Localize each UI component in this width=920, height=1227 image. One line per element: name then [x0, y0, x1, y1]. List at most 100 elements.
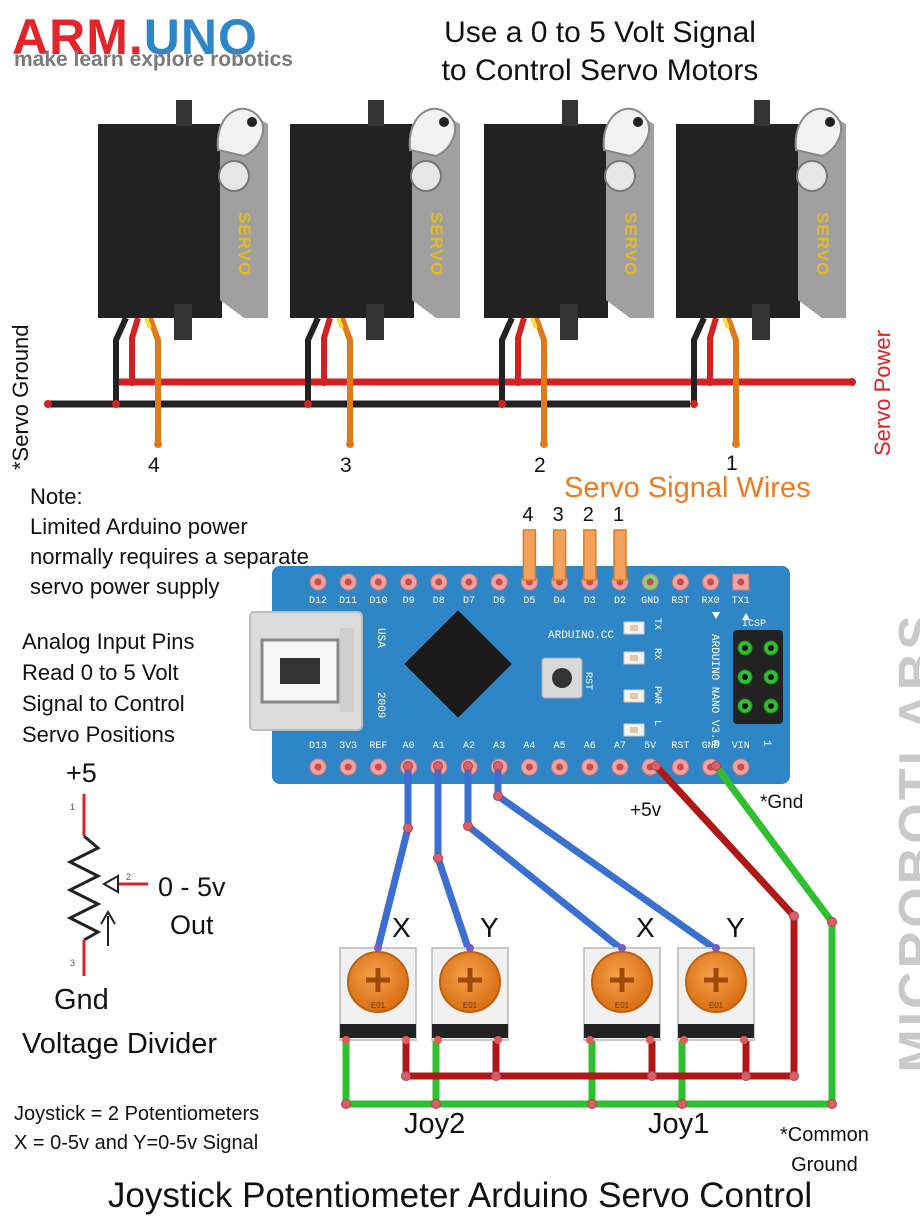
microcontroller-chip	[404, 610, 512, 718]
logo-arm-text: ARM	[12, 9, 129, 65]
board-arrow-down	[712, 612, 720, 619]
board-pin-hole	[465, 578, 473, 586]
icsp-pins	[737, 640, 779, 714]
bottom-pin-row	[309, 758, 750, 776]
logo-dot: .	[128, 9, 144, 65]
bottom-pin-label: A4	[523, 741, 536, 752]
usb-shell-tab	[340, 628, 354, 712]
rail-junction	[112, 400, 120, 408]
pot-label: X	[392, 912, 411, 943]
pot-pin	[434, 1036, 442, 1044]
pot-wiper-pin	[374, 944, 382, 952]
top-pin-label: TX1	[731, 596, 750, 607]
board-pin-hole	[737, 578, 745, 586]
rail-end-left	[44, 400, 52, 408]
servo-motor: SERVO	[290, 100, 460, 448]
signal-wire-number: 1	[613, 504, 625, 526]
signal-wire-number: 4	[522, 504, 534, 526]
pot-code: E01	[463, 1001, 478, 1010]
status-led-lens	[630, 727, 638, 733]
bottom-pin-label: A2	[462, 741, 475, 752]
potentiometer[interactable]: E01	[431, 944, 509, 1044]
servo-horn-hub	[604, 160, 636, 192]
rail-junction	[304, 400, 312, 408]
wire-joint	[401, 1071, 411, 1081]
top-pin-label: D2	[613, 596, 626, 607]
status-leds	[623, 621, 645, 737]
board-pin-hole	[676, 578, 684, 586]
board-rst-label: RST	[582, 672, 593, 690]
board-pin-hole	[646, 578, 654, 586]
servo-horn-hole	[633, 117, 643, 127]
board-pin-hole	[314, 578, 322, 586]
servo-label: SERVO	[621, 212, 640, 276]
divider-pin-3: 3	[70, 958, 75, 968]
rail-junction	[498, 400, 506, 408]
pot-wiper-pin	[712, 944, 720, 952]
bottom-pin-label: A1	[432, 741, 445, 752]
wire-joint	[493, 791, 503, 801]
signal-wire-stub	[583, 529, 597, 581]
servo-lead-tip	[722, 317, 730, 329]
top-pin-label: GND	[641, 596, 660, 607]
servo-horn-hub	[218, 160, 250, 192]
servo-flange	[560, 304, 578, 340]
wire-joints	[341, 761, 837, 1109]
divider-resistor	[66, 834, 102, 942]
board-icsp-label: ICSP	[742, 619, 766, 630]
top-pin-label: D4	[553, 596, 566, 607]
pot-code: E01	[615, 1001, 630, 1010]
board-pin-hole	[556, 763, 564, 771]
servo-label: SERVO	[235, 212, 254, 276]
divider-plus5-label: +5	[66, 758, 97, 788]
logo-tagline: make learn explore robotics	[14, 48, 293, 71]
bottom-pin-label: 3V3	[339, 741, 358, 752]
servo-flange	[752, 304, 770, 340]
potentiometer[interactable]: E01	[339, 944, 417, 1044]
board-brand-label: ARDUINO.CC	[548, 630, 614, 642]
top-pin-label: RX0	[701, 596, 720, 607]
board-pin-hole	[314, 763, 322, 771]
board-pin-hole	[405, 578, 413, 586]
pot-wiring	[341, 761, 837, 1109]
servo-label: SERVO	[427, 212, 446, 276]
rail-junction	[320, 378, 328, 386]
wire-joint	[433, 761, 443, 771]
servo-signal-lead	[725, 316, 739, 444]
bottom-pin-label: 5V	[644, 741, 657, 752]
servo-signal-lead	[533, 316, 547, 444]
servo-body	[484, 124, 608, 318]
bottom-pin-label: RST	[671, 741, 690, 752]
servo-number: 2	[534, 454, 546, 477]
wire-joint	[647, 1071, 657, 1081]
board-pin-hole	[344, 578, 352, 586]
divider-caption: Voltage Divider	[22, 1028, 218, 1060]
bottom-pin-label: VIN	[731, 741, 750, 752]
analog-note-line-4: Servo Positions	[22, 722, 175, 747]
servo-signal-lead	[339, 316, 353, 444]
potentiometer[interactable]: E01	[583, 944, 661, 1044]
potentiometer[interactable]: E01	[677, 944, 755, 1044]
board-pin-hole	[676, 763, 684, 771]
servo-ground-lead	[691, 316, 707, 404]
divider-gnd-label: Gnd	[54, 984, 109, 1016]
icsp-pin-hole	[742, 645, 748, 651]
top-pin-label: D9	[402, 596, 415, 607]
bottom-pin-label: A3	[493, 741, 506, 752]
top-pin-label: D7	[462, 596, 475, 607]
plus5v-label: +5v	[630, 800, 662, 821]
divider-out-line-2: Out	[170, 910, 214, 940]
reset-button-cap[interactable]	[552, 668, 572, 688]
pot-label: Y	[726, 912, 745, 943]
signal-wire-stub	[552, 529, 567, 581]
joy2-label: Joy2	[404, 1108, 466, 1140]
pot-pin	[586, 1036, 594, 1044]
board-arrow-up	[742, 613, 750, 620]
board-pin-hole	[344, 763, 352, 771]
servo-ground-lead	[113, 316, 129, 404]
rail-end-right	[848, 378, 856, 386]
servo-signal-lead	[147, 316, 161, 444]
wire-joint	[827, 917, 837, 927]
servo-horn-hub	[410, 160, 442, 192]
